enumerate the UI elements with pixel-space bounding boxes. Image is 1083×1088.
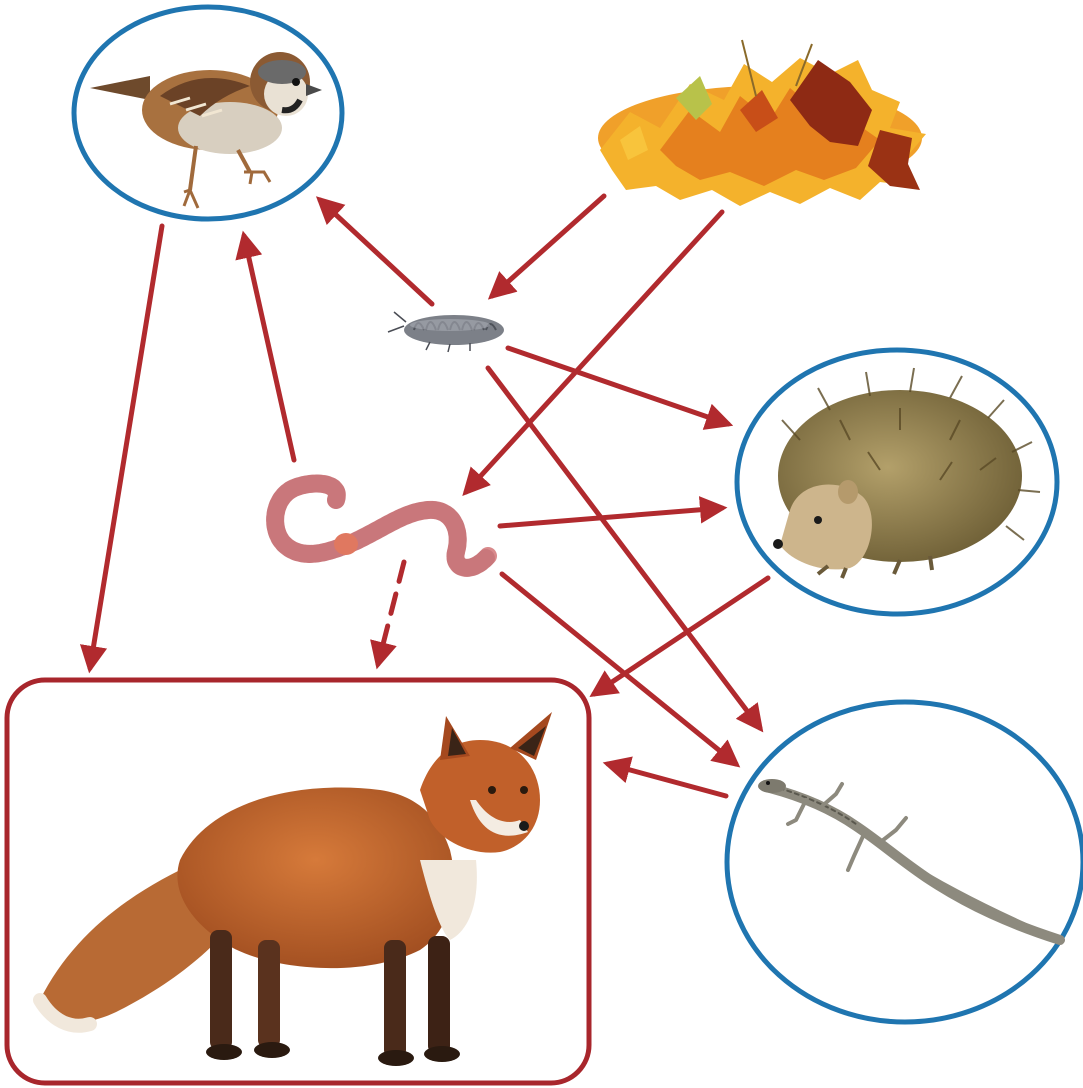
hedgehog-icon: [773, 368, 1040, 578]
arrow-earthworm-to-hedgehog: [500, 508, 722, 526]
arrow-sparrow-to-fox: [90, 226, 162, 668]
arrow-earthworm-to-fox-dashed: [378, 562, 404, 664]
leaf-pile-icon: [598, 40, 926, 206]
arrow-leaves-to-woodlouse: [492, 196, 604, 296]
arrows-group: [90, 196, 768, 796]
earthworm-icon: [275, 484, 488, 568]
arrow-hedgehog-to-fox: [594, 578, 768, 694]
fox-icon: [40, 712, 552, 1066]
woodlouse-icon: [388, 312, 504, 352]
arrow-woodlouse-to-sparrow: [320, 200, 432, 304]
sparrow-icon: [90, 52, 322, 208]
arrow-lizard-to-fox: [608, 764, 726, 796]
arrow-leaves-to-earthworm: [466, 212, 722, 492]
lizard-icon: [758, 779, 1060, 940]
arrow-earthworm-to-sparrow: [244, 236, 294, 460]
